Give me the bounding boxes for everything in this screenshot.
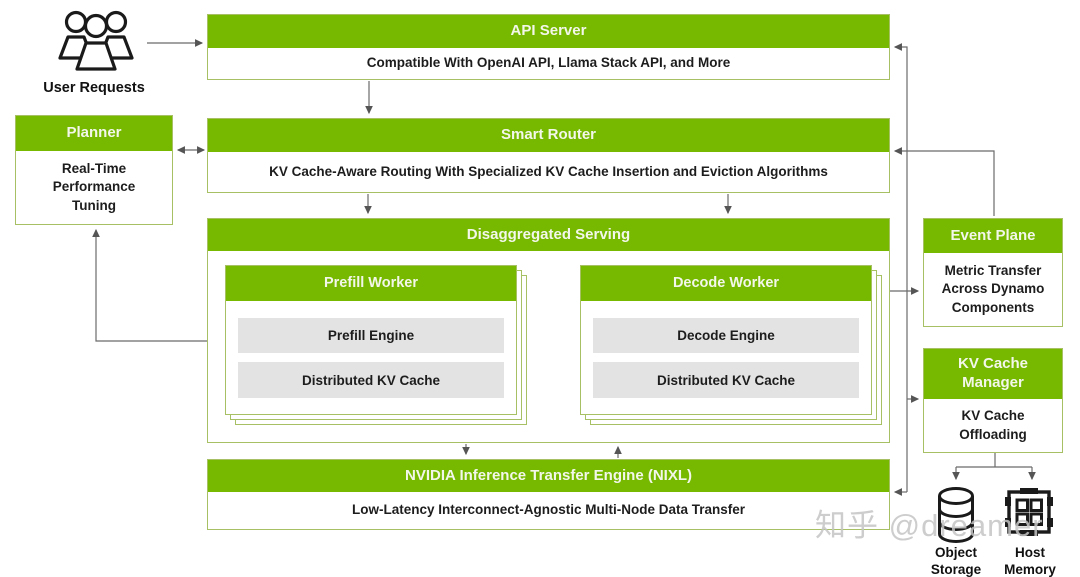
edge-disagg-to-planner <box>92 228 207 342</box>
prefill-engine-box: Prefill Engine <box>238 318 504 353</box>
user-requests-label: User Requests <box>43 80 145 96</box>
nixl-description: Low-Latency Interconnect-Agnostic Multi-… <box>351 502 746 518</box>
edge-router-to-eventplane <box>893 147 995 216</box>
node-nixl: NVIDIA Inference Transfer Engine (NIXL) … <box>207 459 890 530</box>
event-plane-title: Event Plane <box>924 219 1062 253</box>
user-requests-icon <box>58 10 134 71</box>
kv-cache-manager-description: KV Cache Offloading <box>959 408 1027 442</box>
event-plane-description: Metric Transfer Across Dynamo Components <box>941 263 1045 315</box>
decode-worker-title: Decode Worker <box>581 266 871 301</box>
node-event-plane: Event Plane Metric Transfer Across Dynam… <box>923 218 1063 327</box>
api-server-title: API Server <box>208 15 889 48</box>
watermark: 知乎 @dreamer <box>815 508 1044 543</box>
host-memory-icon <box>1005 488 1053 536</box>
api-server-description: Compatible With OpenAI API, Llama Stack … <box>366 55 731 71</box>
planner-description: Real-Time Performance Tuning <box>52 161 136 213</box>
edge-kvmanager-split <box>956 453 1032 468</box>
node-planner: Planner Real-Time Performance Tuning <box>15 115 173 225</box>
smart-router-title: Smart Router <box>208 119 889 152</box>
object-storage-label: Object Storage <box>930 545 982 577</box>
edge-right-bus <box>893 43 908 492</box>
decode-engine-box: Decode Engine <box>593 318 859 353</box>
prefill-distributed-kv-cache-box: Distributed KV Cache <box>238 362 504 398</box>
node-api-server: API Server Compatible With OpenAI API, L… <box>207 14 890 80</box>
host-memory-label: Host Memory <box>1004 545 1056 577</box>
disaggregated-serving-title: Disaggregated Serving <box>208 219 889 251</box>
kv-cache-manager-title: KV Cache Manager <box>924 349 1062 399</box>
decode-distributed-kv-cache-box: Distributed KV Cache <box>593 362 859 398</box>
object-storage-icon <box>938 487 974 543</box>
prefill-worker-title: Prefill Worker <box>226 266 516 301</box>
node-kv-cache-manager: KV Cache Manager KV Cache Offloading <box>923 348 1063 453</box>
node-smart-router: Smart Router KV Cache-Aware Routing With… <box>207 118 890 193</box>
nixl-title: NVIDIA Inference Transfer Engine (NIXL) <box>208 460 889 492</box>
planner-title: Planner <box>16 116 172 151</box>
smart-router-description: KV Cache-Aware Routing With Specialized … <box>269 163 828 179</box>
